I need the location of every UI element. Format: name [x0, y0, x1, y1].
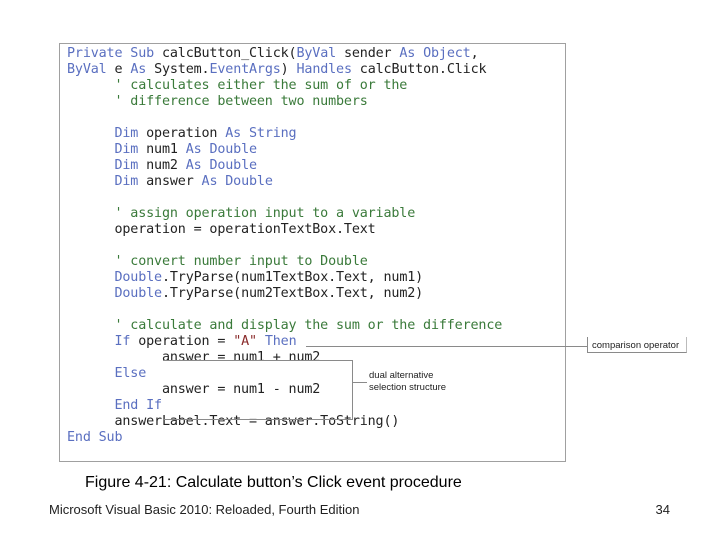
- comparison-leader-line: [306, 346, 588, 347]
- code-token: Dim: [114, 126, 147, 141]
- code-token: Then: [264, 334, 297, 349]
- code-token: ' calculate and display the sum or the d…: [67, 318, 503, 333]
- code-token: operation = operationTextBox.Text: [67, 222, 376, 237]
- selection-structure-label-2: selection structure: [369, 382, 447, 393]
- code-token: operation =: [138, 334, 234, 349]
- code-token: System.: [154, 62, 210, 77]
- code-token: answer = num1 - num2: [67, 382, 321, 397]
- code-listing: Private Sub calcButton_Click(ByVal sende…: [67, 46, 502, 446]
- code-line: answer = num1 - num2: [67, 382, 502, 398]
- code-token: As String: [225, 126, 297, 141]
- code-line: Dim num2 As Double: [67, 158, 502, 174]
- code-line: Else: [67, 366, 502, 382]
- code-token: [67, 334, 114, 349]
- code-line: [67, 302, 502, 318]
- code-line: Double.TryParse(num1TextBox.Text, num1): [67, 270, 502, 286]
- selection-structure-leader: [353, 382, 367, 383]
- code-token: [67, 270, 114, 285]
- code-line: ' difference between two numbers: [67, 94, 502, 110]
- code-token: [67, 126, 114, 141]
- code-token: Dim: [114, 158, 147, 173]
- code-line: Double.TryParse(num2TextBox.Text, num2): [67, 286, 502, 302]
- code-listing-frame: [59, 43, 566, 462]
- code-token: [67, 142, 114, 157]
- code-token: Dim: [114, 174, 147, 189]
- code-line: operation = operationTextBox.Text: [67, 222, 502, 238]
- code-token: As Double: [185, 142, 257, 157]
- code-line: answerLabel.Text = answer.ToString(): [67, 414, 502, 430]
- code-token: As Double: [185, 158, 257, 173]
- code-line: [67, 110, 502, 126]
- code-line: ' calculates either the sum of or the: [67, 78, 502, 94]
- code-token: num1: [146, 142, 186, 157]
- code-token: As Double: [201, 174, 273, 189]
- selection-structure-label-1: dual alternative: [369, 370, 434, 381]
- code-token: .TryParse(num1TextBox.Text, num1): [161, 270, 424, 285]
- code-line: [67, 238, 502, 254]
- code-token: ByVal: [296, 46, 344, 61]
- code-line: ' assign operation input to a variable: [67, 206, 502, 222]
- code-line: ' convert number input to Double: [67, 254, 502, 270]
- code-token: "A": [233, 334, 265, 349]
- code-token: calcButton_Click(: [161, 46, 297, 61]
- code-line: End Sub: [67, 430, 502, 446]
- selection-structure-bracket: [163, 360, 353, 420]
- figure-caption: Figure 4-21: Calculate button’s Click ev…: [85, 474, 462, 491]
- code-token: EventArgs: [209, 62, 281, 77]
- comparison-callout-box: [587, 337, 687, 353]
- code-token: End If: [114, 398, 162, 413]
- code-token: ' convert number input to Double: [67, 254, 368, 269]
- code-token: [67, 366, 114, 381]
- code-token: sender: [343, 46, 400, 61]
- code-token: ByVal: [67, 62, 115, 77]
- code-line: Dim answer As Double: [67, 174, 502, 190]
- code-line: End If: [67, 398, 502, 414]
- code-token: If: [114, 334, 139, 349]
- code-line: If operation = "A" Then: [67, 334, 502, 350]
- code-token: [67, 158, 114, 173]
- code-token: num2: [146, 158, 186, 173]
- code-token: As: [130, 62, 155, 77]
- code-token: ' difference between two numbers: [67, 94, 368, 109]
- code-line: [67, 190, 502, 206]
- code-token: .TryParse(num2TextBox.Text, num2): [161, 286, 424, 301]
- code-token: As Object: [399, 46, 471, 61]
- code-token: ): [280, 62, 297, 77]
- code-token: ,: [470, 46, 479, 61]
- code-line: answer = num1 + num2: [67, 350, 502, 366]
- code-token: calcButton.Click: [359, 62, 487, 77]
- code-line: Dim num1 As Double: [67, 142, 502, 158]
- code-line: Private Sub calcButton_Click(ByVal sende…: [67, 46, 502, 62]
- code-token: ' assign operation input to a variable: [67, 206, 416, 221]
- code-token: Else: [114, 366, 147, 381]
- code-token: operation: [146, 126, 226, 141]
- code-token: Double: [114, 286, 162, 301]
- code-token: answer = num1 + num2: [67, 350, 321, 365]
- page-number: 34: [655, 502, 670, 517]
- code-token: Private Sub: [67, 46, 162, 61]
- code-line: Dim operation As String: [67, 126, 502, 142]
- footer-book-title: Microsoft Visual Basic 2010: Reloaded, F…: [49, 502, 360, 517]
- code-token: answerLabel.Text = answer.ToString(): [67, 414, 400, 429]
- code-token: [67, 286, 114, 301]
- code-token: [67, 398, 114, 413]
- code-token: e: [114, 62, 131, 77]
- code-token: answer: [146, 174, 202, 189]
- code-token: [67, 174, 114, 189]
- code-token: Dim: [114, 142, 147, 157]
- code-line: ByVal e As System.EventArgs) Handles cal…: [67, 62, 502, 78]
- code-token: End Sub: [67, 430, 123, 445]
- comparison-callout-label: comparison operator: [592, 340, 680, 351]
- code-token: Handles: [296, 62, 360, 77]
- code-token: ' calculates either the sum of or the: [67, 78, 408, 93]
- code-line: ' calculate and display the sum or the d…: [67, 318, 502, 334]
- code-token: Double: [114, 270, 162, 285]
